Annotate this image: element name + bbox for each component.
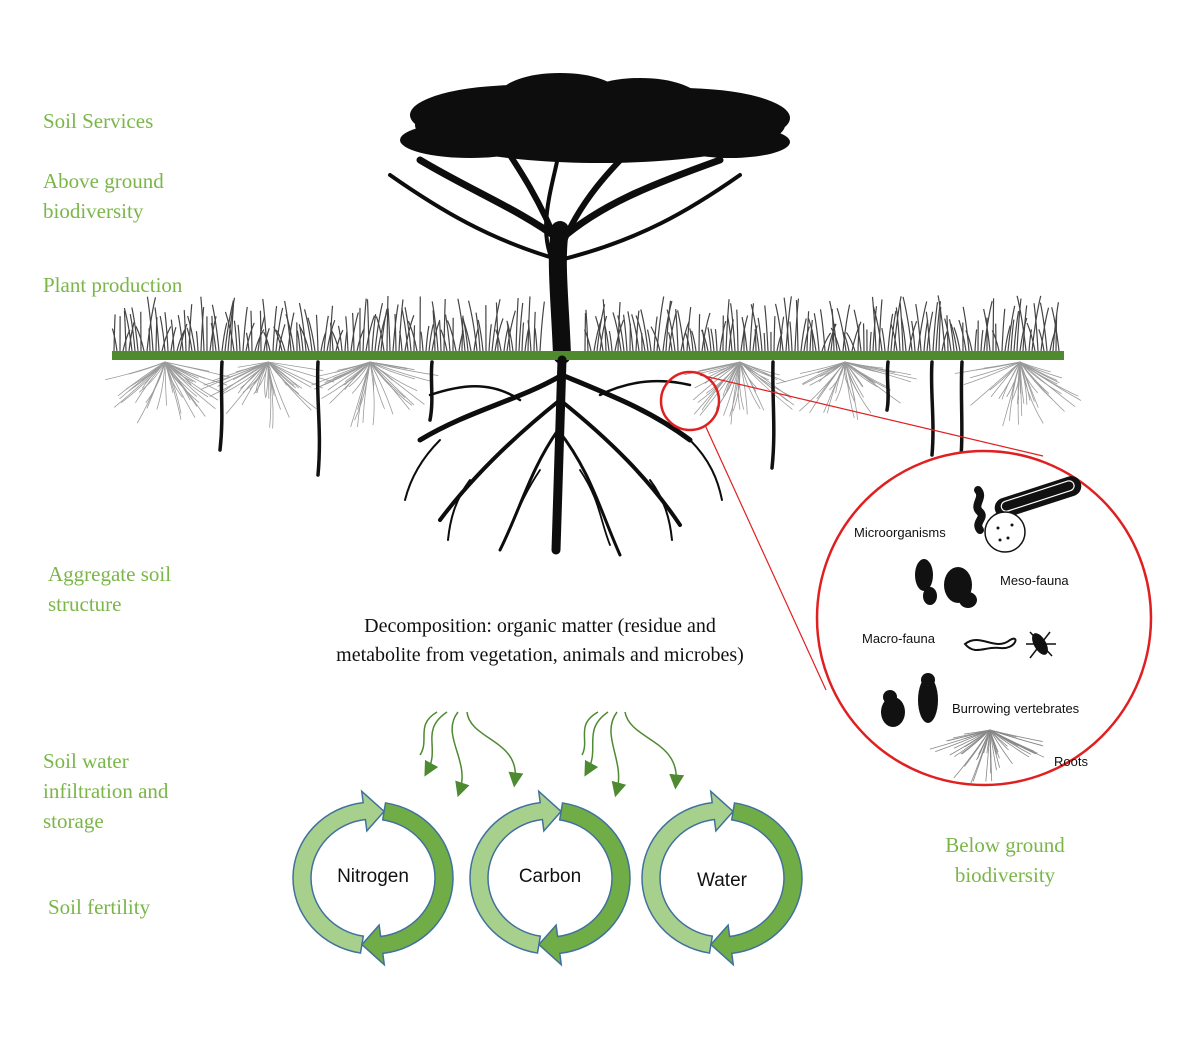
nutrient-cycles: Nitrogen Carbon Water	[292, 789, 803, 967]
tree-canopy-icon	[400, 73, 790, 163]
cycle-water: Water	[641, 789, 803, 967]
tree-trunk-icon	[388, 137, 742, 364]
label-burrowing-vertebrates: Burrowing vertebrates	[952, 701, 1080, 716]
cycle-label: Water	[697, 870, 748, 891]
burrowing-vertebrates-icon	[881, 673, 938, 727]
cycle-label: Carbon	[519, 866, 581, 887]
decomposition-arrows	[419, 711, 685, 798]
arrow-icon	[466, 711, 524, 788]
grass-icon	[111, 295, 1060, 352]
magnifier	[659, 370, 1153, 787]
microorganisms-icon	[973, 476, 1082, 553]
arrow-icon	[624, 711, 685, 790]
label-below-ground-biodiversity: Below ground biodiversity	[945, 833, 1065, 887]
arrow-icon	[451, 711, 470, 798]
ground-line	[112, 351, 1064, 360]
cycle-nitrogen: Nitrogen	[292, 789, 454, 967]
roots-icon	[929, 729, 1045, 784]
meso-fauna-icon	[915, 559, 977, 608]
macro-fauna-icon	[963, 631, 1056, 659]
magnifier-small-circle	[659, 370, 721, 432]
cycle-label: Nitrogen	[337, 866, 409, 887]
decomposition-text: Decomposition: organic matter (residue a…	[336, 615, 744, 666]
arrow-icon	[581, 711, 599, 756]
label-soil-services: Soil Services	[43, 109, 154, 133]
label-microorganisms: Microorganisms	[854, 525, 946, 540]
tap-roots-icon	[218, 360, 964, 477]
label-soil-water-infiltration: Soil water infiltration and storage	[43, 749, 169, 833]
label-plant-production: Plant production	[43, 273, 183, 297]
label-meso-fauna: Meso-fauna	[1000, 573, 1069, 588]
fibrous-roots-icon	[105, 361, 1082, 429]
arrow-icon	[424, 711, 448, 777]
label-roots: Roots	[1054, 754, 1088, 769]
arrow-icon	[584, 711, 609, 777]
tree-roots-icon	[404, 355, 723, 557]
label-aggregate-soil-structure: Aggregate soil structure	[48, 562, 172, 616]
arrow-icon	[419, 711, 438, 756]
arrow-icon	[610, 711, 627, 798]
cycle-carbon: Carbon	[469, 789, 631, 967]
label-above-ground-biodiversity: Above ground biodiversity	[43, 169, 164, 223]
label-soil-fertility: Soil fertility	[48, 895, 151, 919]
label-macro-fauna: Macro-fauna	[862, 631, 936, 646]
